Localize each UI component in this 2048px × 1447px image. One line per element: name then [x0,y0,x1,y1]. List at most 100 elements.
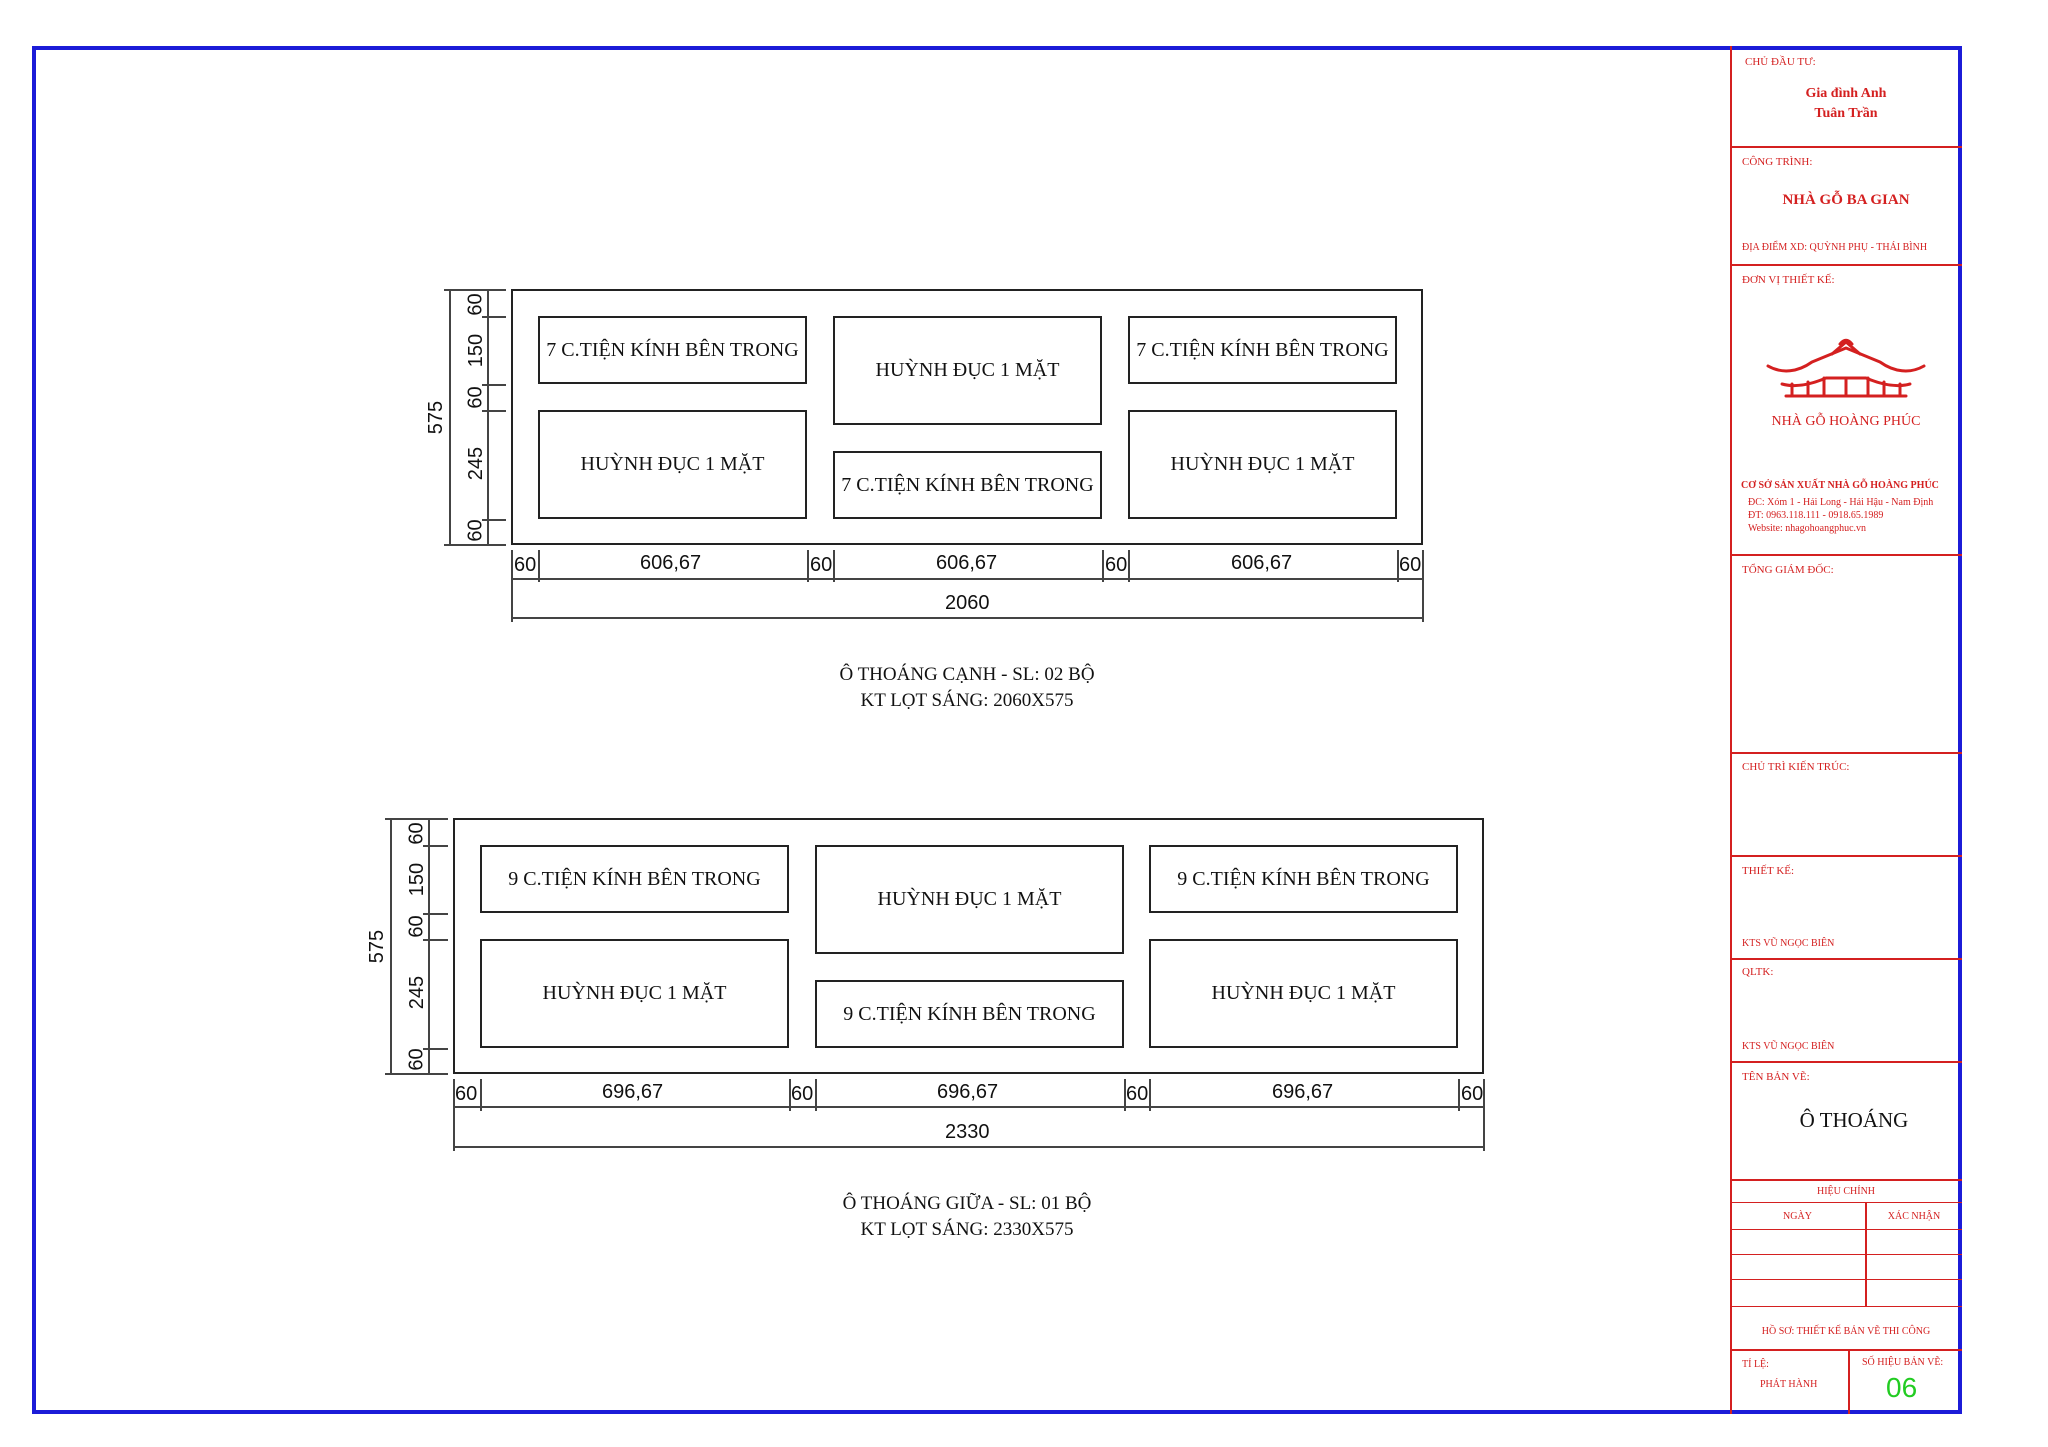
dim-line [453,1146,1484,1148]
tb-divider [1848,1349,1850,1414]
dim-tick [423,845,448,847]
panel-middle-cell-bottom-center: 9 C.TIỆN KÍNH BÊN TRONG [815,980,1124,1048]
dim-rail: 60 [810,554,833,576]
dim-tick [385,818,448,820]
cell-label: HUỲNH ĐỤC 1 MẶT [542,982,727,1004]
dim-tick [385,1073,448,1075]
tb-drawing-name: Ô THOÁNG [1799,1108,1909,1132]
cell-label: HUỲNH ĐỤC 1 MẶT [877,888,1062,910]
dim-tick [482,519,506,521]
tb-sheet-no-label: SỐ HIỆU BẢN VẼ: [1862,1357,1944,1368]
tb-qltk-name: KTS VŨ NGỌC BIÊN [1742,1041,1835,1052]
panel-side-cell-bottom-right: HUỲNH ĐỤC 1 MẶT [1128,410,1397,519]
tb-divider [1730,1202,1962,1203]
cell-label: 9 C.TIỆN KÍNH BÊN TRONG [1177,867,1430,890]
dim-field: 606,67 [936,552,998,574]
dim-rail: 60 [455,1083,478,1105]
tb-project-name: NHÀ GỖ BA GIAN [1782,192,1910,208]
dim-total: 2060 [945,592,990,614]
panel-side-cell-bottom-left: HUỲNH ĐỤC 1 MẶT [538,410,807,519]
cell-label: HUỲNH ĐỤC 1 MẶT [1211,982,1396,1004]
tb-dossier: HỒ SƠ: THIẾT KẾ BẢN VẼ THI CÔNG [1761,1326,1931,1337]
pagoda-roof-logo-icon [1766,338,1926,398]
dim-line [511,617,1423,619]
dim-v-150: 150 [465,333,488,368]
dim-field: 606,67 [640,552,702,574]
tb-address: ĐC: Xóm 1 - Hải Long - Hải Hậu - Nam Địn… [1748,497,1934,508]
dim-rail: 60 [1461,1083,1484,1105]
tb-divider [1730,1306,1962,1307]
tb-divider [1730,1179,1962,1181]
dim-v-245: 245 [406,975,429,1010]
dim-tick [538,550,540,582]
dim-tick [1149,1079,1151,1111]
dim-line [390,818,392,1074]
tb-location: ĐỊA ĐIỂM XD: QUỲNH PHỤ - THÁI BÌNH [1742,242,1928,253]
dim-rail: 60 [1126,1083,1149,1105]
panel-side-cell-top-left: 7 C.TIỆN KÍNH BÊN TRONG [538,316,807,384]
dim-tick [482,384,506,386]
dim-v-rail: 60 [464,519,487,542]
tb-divider [1730,1061,1962,1063]
dim-tick [444,289,506,291]
dim-line [453,1106,1484,1108]
tb-design-name: KTS VŨ NGỌC BIÊN [1742,938,1835,949]
dim-tick [1128,550,1130,582]
panel-middle-cell-bottom-left: HUỲNH ĐỤC 1 MẶT [480,939,789,1048]
tb-designer-label: ĐƠN VỊ THIẾT KẾ: [1742,274,1835,286]
tb-divider [1730,146,1962,148]
dim-line [428,818,430,1074]
tb-date-label: NGÀY [1783,1211,1812,1222]
cell-label: 9 C.TIỆN KÍNH BÊN TRONG [843,1002,1096,1025]
tb-company-name: NHÀ GỖ HOÀNG PHÚC [1771,414,1921,429]
dim-total: 2330 [945,1121,990,1143]
tb-owner-name: Gia đình Anh [1805,86,1887,101]
cell-label: HUỲNH ĐỤC 1 MẶT [1170,453,1355,475]
tb-divider [1730,752,1962,754]
tb-divider [1730,1279,1962,1280]
panel-side-cell-top-center: HUỲNH ĐỤC 1 MẶT [833,316,1102,425]
tb-confirm-label: XÁC NHẬN [1887,1211,1941,1222]
dim-tick [1422,550,1424,622]
dim-v-rail: 60 [405,1048,428,1071]
dim-tick [480,1079,482,1111]
panel-caption-size: KT LỌT SÁNG: 2060X575 [860,690,1074,711]
tb-company-full: CƠ SỞ SẢN XUẤT NHÀ GỖ HOÀNG PHÚC [1741,480,1939,491]
tb-divider [1730,1254,1962,1255]
dim-tick [807,550,809,582]
dim-v-150: 150 [406,862,429,897]
dim-tick [511,550,513,622]
dim-v-rail: 60 [464,293,487,316]
dim-tick [423,913,448,915]
cell-label: 7 C.TIỆN KÍNH BÊN TRONG [841,473,1094,496]
dim-v-rail: 60 [405,915,428,938]
dim-field: 696,67 [1272,1081,1334,1103]
tb-revision-label: HIỆU CHỈNH [1816,1186,1876,1197]
dim-v-245: 245 [465,446,488,481]
panel-side-cell-bottom-center: 7 C.TIỆN KÍNH BÊN TRONG [833,451,1102,519]
dim-tick [1458,1079,1460,1111]
tb-owner-name: Tuân Trần [1814,106,1878,121]
tb-divider [1865,1202,1867,1306]
tb-phone: ĐT: 0963.118.111 - 0918.65.1989 [1748,510,1884,521]
dim-tick [1124,1079,1126,1111]
dim-tick [1483,1079,1485,1151]
dim-v-rail: 60 [405,822,428,845]
dim-field: 696,67 [602,1081,664,1103]
panel-caption-title: Ô THOÁNG CẠNH - SL: 02 BỘ [839,664,1095,685]
panel-middle-cell-top-center: HUỲNH ĐỤC 1 MẶT [815,845,1124,954]
dim-tick [1102,550,1104,582]
tb-divider [1730,554,1962,556]
dim-tick [815,1079,817,1111]
tb-owner-label: CHỦ ĐẦU TƯ: [1745,56,1816,68]
tb-divider [1730,264,1962,266]
tb-project-label: CÔNG TRÌNH: [1742,156,1813,168]
cell-label: HUỲNH ĐỤC 1 MẶT [580,453,765,475]
dim-rail: 60 [514,554,537,576]
panel-side-cell-top-right: 7 C.TIỆN KÍNH BÊN TRONG [1128,316,1397,384]
tb-divider [1730,855,1962,857]
panel-middle-cell-top-right: 9 C.TIỆN KÍNH BÊN TRONG [1149,845,1458,913]
dim-line [487,289,489,545]
dim-tick [1397,550,1399,582]
